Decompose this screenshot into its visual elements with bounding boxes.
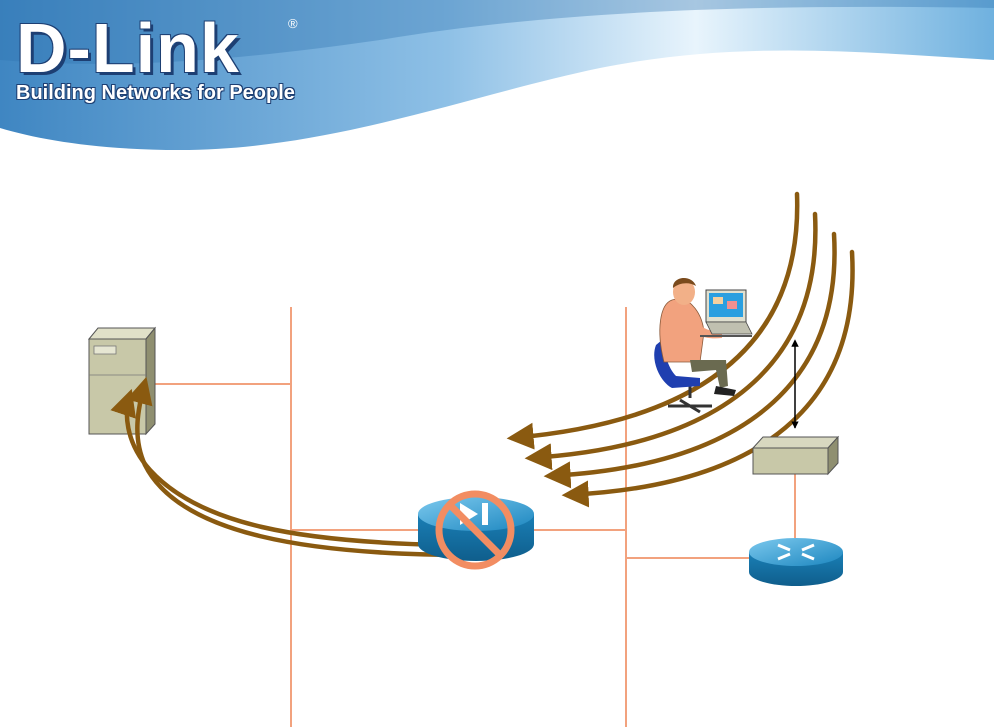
network-lines (155, 307, 796, 727)
blocked-sign-icon (435, 490, 515, 570)
logo-wordmark: D-Link (16, 9, 240, 87)
registered-mark: ® (288, 16, 298, 31)
traffic-arrow-icon (126, 376, 473, 558)
logo-tagline: Building Networks for People (16, 82, 295, 104)
blocked-traffic-arrows (110, 376, 473, 558)
traffic-arrow-icon (524, 211, 818, 471)
traffic-arrow-icon (110, 388, 448, 548)
traffic-arrow-icon (543, 231, 837, 489)
traffic-arrow-icon (506, 191, 800, 450)
user-workstation-icon (654, 277, 753, 414)
modem-box-icon (751, 435, 840, 476)
dlink-logo: D-Link ® Building Networks for People (16, 9, 298, 105)
header-banner (0, 0, 994, 150)
router-icon (749, 538, 843, 586)
incoming-traffic-arrows (506, 191, 855, 508)
